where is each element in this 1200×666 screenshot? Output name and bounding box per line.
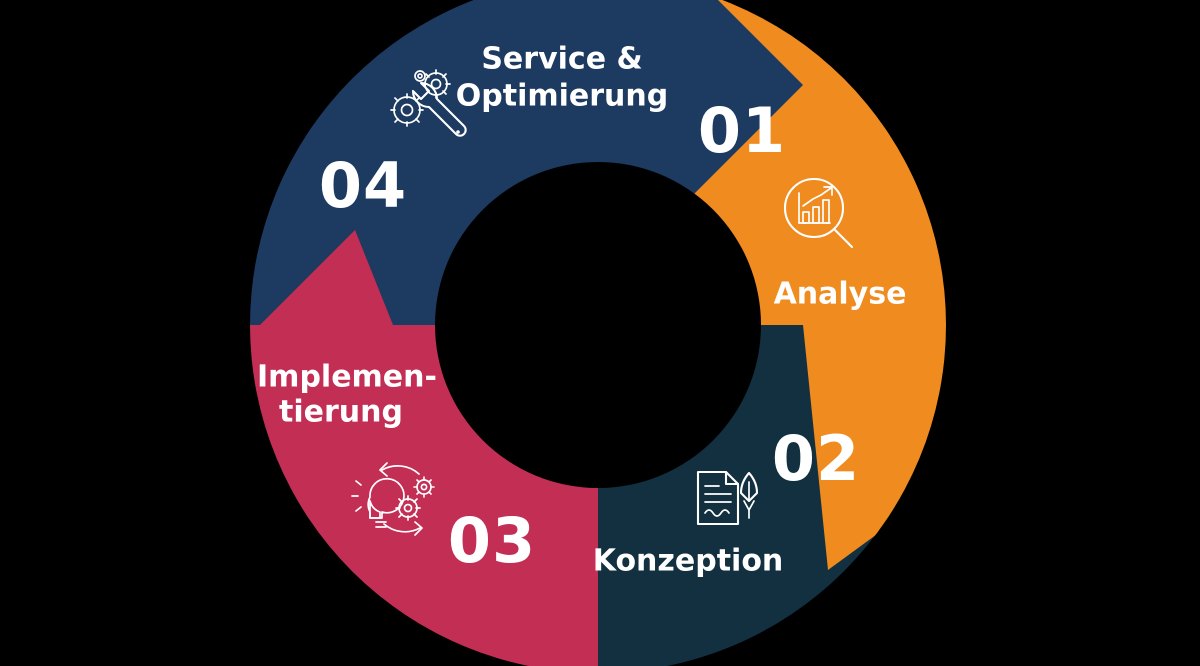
- segment-number-01: 01: [698, 94, 786, 167]
- document-pen-icon: [696, 470, 759, 526]
- segment-title-implementierung-line1: Implemen-: [257, 360, 437, 395]
- segment-konzeption-content: 02 Konzeption: [593, 422, 860, 579]
- segment-number-02: 02: [772, 422, 860, 495]
- gears-wrench-icon: [390, 69, 467, 137]
- chevron-implementierung-into-service: [250, 230, 393, 470]
- segment-implementierung-content: 03: [257, 360, 536, 578]
- segment-analyse-content: 01 Analyse: [698, 94, 907, 311]
- segment-number-03: 03: [448, 504, 536, 577]
- segment-title-analyse: Analyse: [774, 277, 907, 312]
- segment-title-service-line1: Service &: [481, 42, 642, 77]
- magnifier-bar-chart-icon: [783, 177, 854, 249]
- lightbulb-gears-cycle-icon: [351, 462, 435, 536]
- segment-title-konzeption: Konzeption: [593, 544, 784, 579]
- segment-service-content: 04: [319, 42, 668, 223]
- segment-title-service-line2: Optimierung: [456, 79, 668, 114]
- chevron-service-into-analyse: [598, 0, 803, 290]
- segment-number-04: 04: [319, 149, 407, 222]
- segment-title-implementierung-line2: tierung: [279, 395, 403, 430]
